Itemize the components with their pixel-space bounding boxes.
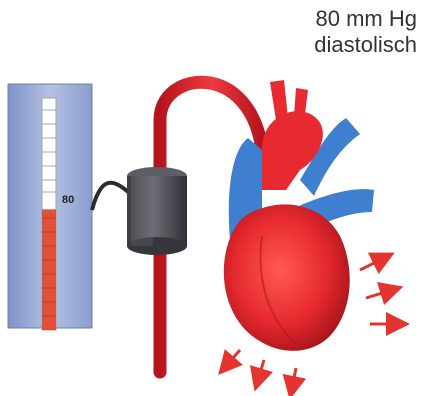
pressure-gauge	[42, 98, 56, 330]
pressure-cuff	[127, 167, 187, 255]
gauge-hose	[92, 183, 128, 210]
aortic-branch	[270, 80, 288, 120]
heart-icon	[224, 204, 350, 351]
gauge-fill	[42, 209, 56, 330]
gauge-value-label: 80	[62, 194, 74, 206]
